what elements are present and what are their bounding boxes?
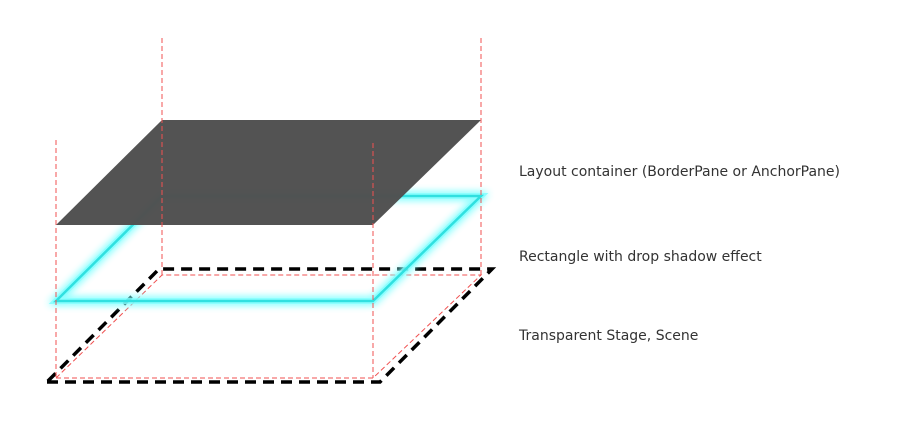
stage-inner-guide	[54, 274, 483, 379]
rectangle-label: Rectangle with drop shadow effect	[519, 249, 762, 265]
layout-container-plane	[56, 120, 481, 225]
stage-label: Transparent Stage, Scene	[519, 328, 699, 344]
stage-outline	[42, 267, 497, 384]
layout-container-label: Layout container (BorderPane or AnchorPa…	[519, 164, 841, 180]
rectangle-outline	[52, 194, 485, 303]
